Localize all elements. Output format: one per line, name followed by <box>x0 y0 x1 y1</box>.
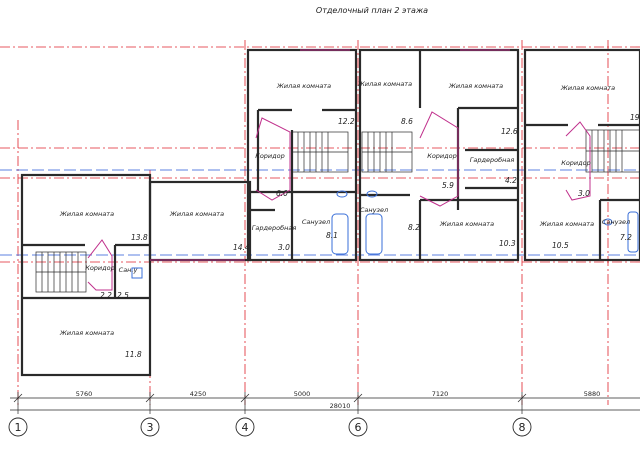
corridor-outlines <box>87 49 591 291</box>
dimension-value: 5000 <box>294 390 311 398</box>
axis-label: 8 <box>519 421 526 434</box>
dimension-lines <box>10 392 640 414</box>
area-value: 6.0 <box>276 189 288 198</box>
axis-markers: 1 3 4 6 8 <box>8 417 532 437</box>
room-label: Жилая комната <box>276 82 331 90</box>
area-value: 2.2 <box>100 291 112 300</box>
room-label: Жилая комната <box>448 82 503 90</box>
area-value: 12.6 <box>501 127 518 136</box>
room-label: Жилая комната <box>59 329 114 337</box>
room-label: Коридор <box>255 152 285 160</box>
area-value: 5.9 <box>442 181 454 190</box>
area-value: 2.5 <box>117 291 129 300</box>
axis-marker-circle <box>140 417 160 437</box>
area-value: 14.4 <box>233 243 250 252</box>
area-value: 8.1 <box>326 231 338 240</box>
axis-marker-circle <box>8 417 28 437</box>
room-label: Коридор <box>85 264 115 272</box>
area-value: 8.6 <box>401 117 413 126</box>
area-values: 13.8 11.8 2.2 2.5 14.4 12.2 6.0 3.0 8.1 … <box>100 113 640 359</box>
room-label: Жилая комната <box>560 84 615 92</box>
area-value: 7.2 <box>620 233 632 242</box>
area-value: 10.5 <box>552 241 569 250</box>
dimension-values: 5760 4250 5000 7120 5880 28010 <box>76 390 601 410</box>
room-label: Гардеробная <box>252 224 297 232</box>
room-label: Сан.у <box>119 266 138 274</box>
area-value: 12.2 <box>338 117 355 126</box>
sanitary-fixtures <box>131 190 639 279</box>
axis-label: 3 <box>147 421 154 434</box>
axis-label: 6 <box>355 421 362 434</box>
dimension-value: 7120 <box>432 390 449 398</box>
staircases <box>35 129 640 293</box>
room-labels: Жилая комната Жилая комната Жилая комнат… <box>59 80 630 337</box>
room-label: Жилая комната <box>439 220 494 228</box>
blue-guide-lines <box>0 169 640 256</box>
area-value: 3.0 <box>578 189 590 198</box>
axis-marker-circle <box>235 417 255 437</box>
room-label: Коридор <box>561 159 591 167</box>
area-value: 11.8 <box>125 350 142 359</box>
room-label: Санузел <box>360 206 388 214</box>
walls <box>20 48 640 377</box>
room-label: Санузел <box>302 218 330 226</box>
room-label: Жилая комната <box>357 80 412 88</box>
area-value: 4.2 <box>505 176 517 185</box>
room-label: Жилая комната <box>59 210 114 218</box>
plan-title: Отделочный план 2 этажа <box>316 6 428 15</box>
dimension-value: 4250 <box>190 390 207 398</box>
area-value: 19 <box>630 113 640 122</box>
area-value: 10.3 <box>499 239 516 248</box>
axis-marker-circle <box>348 417 368 437</box>
room-label: Санузел <box>602 218 630 226</box>
axis-marker-circle <box>512 417 532 437</box>
room-label: Жилая комната <box>539 220 594 228</box>
dimension-value: 5880 <box>584 390 601 398</box>
area-value: 3.0 <box>278 243 290 252</box>
room-label: Жилая комната <box>169 210 224 218</box>
axis-label: 1 <box>15 421 22 434</box>
area-value: 13.8 <box>131 233 148 242</box>
dimension-total: 28010 <box>330 402 351 410</box>
room-label: Коридор <box>427 152 457 160</box>
dimension-value: 5760 <box>76 390 93 398</box>
room-label: Гардеробная <box>470 156 515 164</box>
axis-label: 4 <box>242 421 249 434</box>
area-value: 8.2 <box>408 223 420 232</box>
